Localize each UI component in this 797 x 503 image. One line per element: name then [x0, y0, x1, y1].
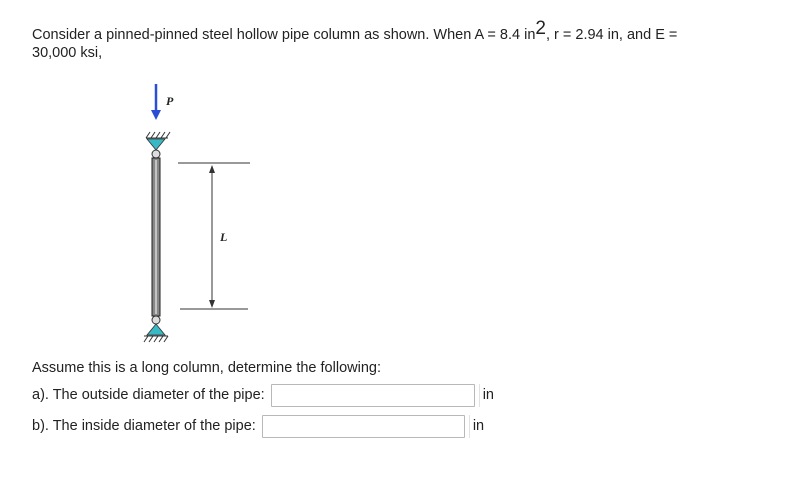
problem-statement: Consider a pinned-pinned steel hollow pi… — [32, 19, 777, 62]
outside-diameter-input[interactable] — [270, 383, 475, 407]
question-b: b). The inside diameter of the pipe: in — [32, 414, 484, 438]
area-exponent: 2 — [535, 18, 546, 39]
inside-diameter-input[interactable] — [261, 414, 465, 438]
top-support-hatch — [145, 131, 171, 139]
length-dimension — [178, 162, 250, 310]
question-prompt: Assume this is a long column, determine … — [32, 360, 381, 376]
question-a-unit: in — [478, 383, 494, 407]
question-a-label: a). The outside diameter of the pipe: — [32, 387, 265, 403]
column-diagram: P — [143, 84, 250, 343]
problem-text-part1: Consider a pinned-pinned steel hollow pi… — [32, 27, 536, 43]
column-figure: P — [130, 78, 260, 348]
question-b-unit: in — [468, 414, 484, 438]
load-arrow-icon — [151, 84, 161, 120]
question-a: a). The outside diameter of the pipe: in — [32, 383, 494, 407]
dimension-arrow-down-icon — [209, 300, 215, 308]
bottom-pin-icon — [146, 315, 166, 336]
load-label: P — [166, 94, 174, 108]
problem-text-line2: 30,000 ksi, — [32, 45, 103, 61]
pipe-column — [151, 157, 161, 317]
dimension-arrow-up-icon — [209, 165, 215, 173]
problem-text-part2: , r = 2.94 in, and E = — [545, 27, 678, 43]
length-label: L — [219, 230, 227, 244]
top-pin-icon — [146, 138, 166, 159]
bottom-support-hatch — [143, 335, 169, 343]
question-b-label: b). The inside diameter of the pipe: — [32, 418, 256, 434]
